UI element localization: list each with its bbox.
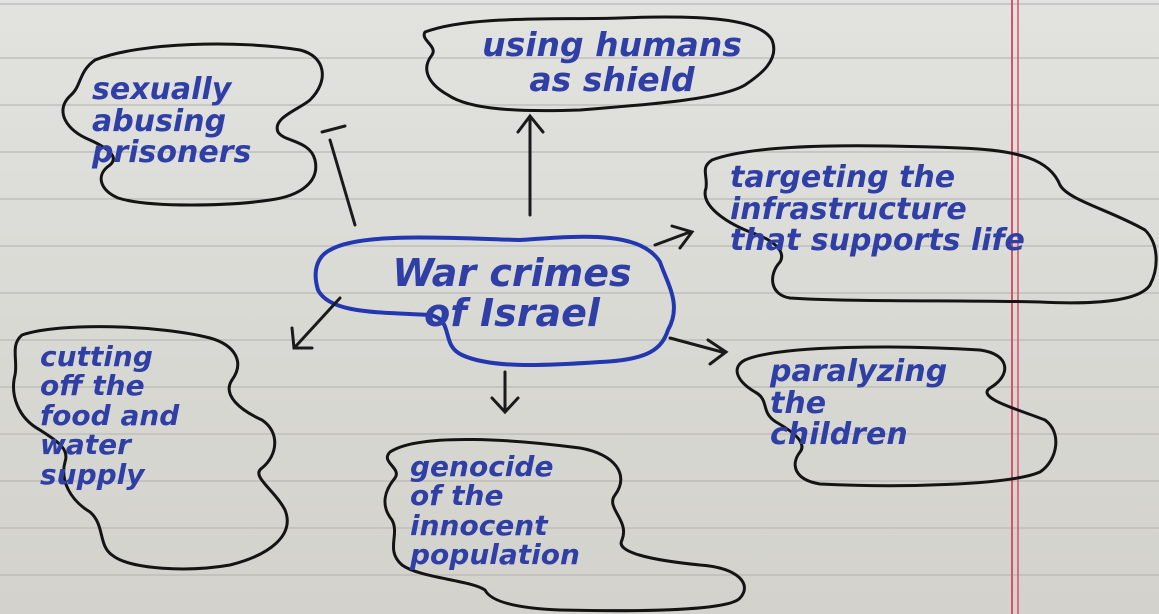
arrow-to-children — [668, 336, 729, 366]
arrow-to-infra — [653, 224, 695, 250]
node-label-infra: targeting the infrastructure that suppor… — [730, 160, 1025, 258]
node-label-genocide: genocide of the innocent population — [410, 450, 580, 572]
arrow-to-sexual — [320, 124, 357, 227]
food-cloud — [12, 325, 289, 571]
arrow-to-food — [290, 296, 342, 350]
node-label-children: paralyzing the children — [770, 354, 948, 452]
node-label-food: cutting off the food and water supply — [40, 340, 180, 491]
arrow-to-genocide — [490, 370, 520, 415]
arrow-to-shield — [516, 113, 545, 217]
infra-cloud — [703, 144, 1158, 305]
shield-cloud — [422, 15, 776, 113]
center-label: War crimes of Israel — [392, 251, 632, 335]
node-label-sexual: sexually abusing prisoners — [92, 72, 252, 170]
genocide-cloud — [383, 437, 746, 613]
children-cloud — [735, 345, 1058, 488]
arrows — [290, 113, 729, 415]
sexual-cloud — [61, 42, 324, 207]
node-label-shield: using humans as shield — [482, 25, 742, 99]
center-cloud — [313, 234, 676, 368]
